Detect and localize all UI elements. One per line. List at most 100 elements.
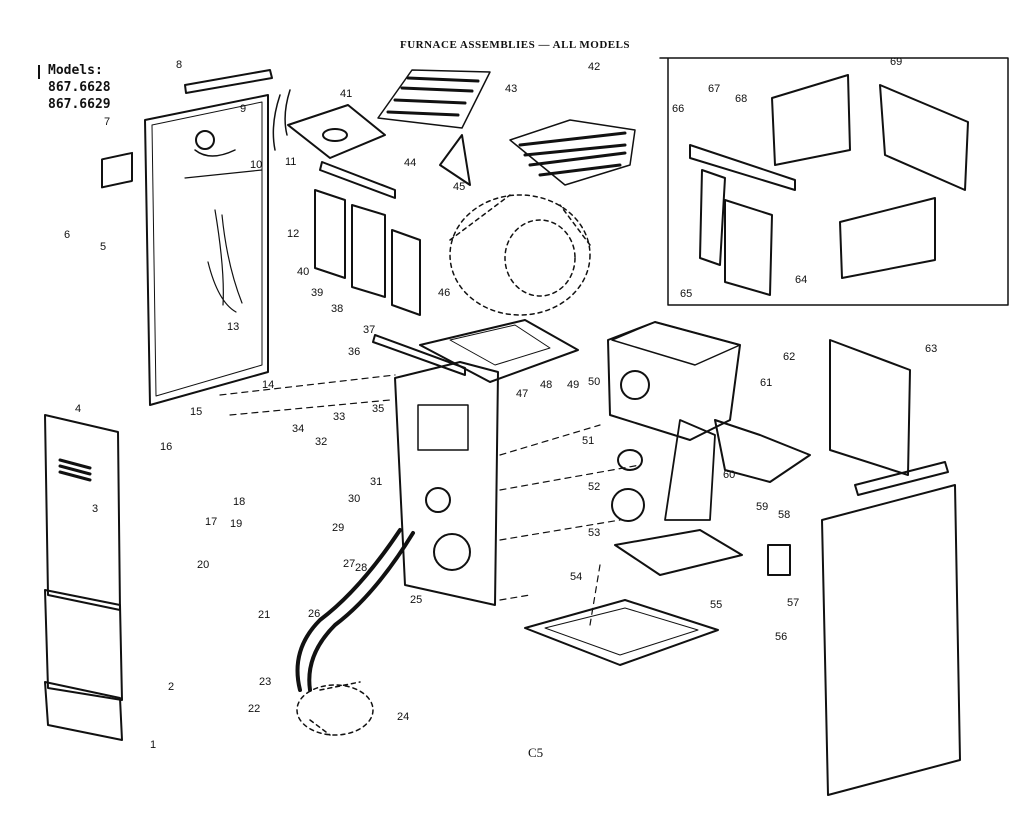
callout-2: 2: [168, 681, 174, 693]
model-number-1: 867.6628: [48, 80, 111, 95]
callout-39: 39: [311, 287, 323, 299]
callout-8: 8: [176, 59, 182, 71]
callout-23: 23: [259, 676, 271, 688]
callout-42: 42: [588, 61, 600, 73]
callout-38: 38: [331, 303, 343, 315]
model-number-2: 867.6629: [48, 97, 111, 112]
callout-48: 48: [540, 379, 552, 391]
callout-69: 69: [890, 56, 902, 68]
callout-34: 34: [292, 423, 304, 435]
callout-14: 14: [262, 379, 274, 391]
callout-46: 46: [438, 287, 450, 299]
callout-33: 33: [333, 411, 345, 423]
callout-9: 9: [240, 103, 246, 115]
diagram-title: FURNACE ASSEMBLIES — ALL MODELS: [400, 39, 631, 51]
part-44-bar: [319, 161, 396, 199]
part-68-panel: [771, 74, 851, 166]
part-1-panel: [44, 681, 123, 741]
callout-45: 45: [453, 181, 465, 193]
callout-1: 1: [150, 739, 156, 751]
callout-5: 5: [100, 241, 106, 253]
callout-67: 67: [708, 83, 720, 95]
part-8-strip-right: [854, 461, 949, 496]
callout-11: 11: [285, 156, 296, 168]
callout-4: 4: [75, 403, 81, 415]
callout-17: 17: [205, 516, 217, 528]
part-41-plate: [287, 104, 386, 159]
part-61-bracket: [714, 419, 811, 483]
part-45-blower: [449, 194, 591, 316]
callout-3: 3: [92, 503, 98, 515]
part-38-frame: [391, 229, 421, 316]
callout-37: 37: [363, 324, 375, 336]
part-56-door: [821, 484, 961, 796]
callout-57: 57: [787, 597, 799, 609]
callout-19: 19: [230, 518, 242, 530]
callout-32: 32: [315, 436, 327, 448]
part-62-panel: [829, 339, 911, 476]
part-7-block: [101, 151, 133, 189]
callout-60: 60: [723, 469, 735, 481]
part-42-filter-b: [509, 119, 636, 186]
callout-64: 64: [795, 274, 807, 286]
callout-52: 52: [588, 481, 600, 493]
part-54-base: [524, 599, 719, 666]
part-65-panel: [699, 169, 726, 266]
callout-62: 62: [783, 351, 795, 363]
part-46-plate: [419, 319, 579, 383]
callout-31: 31: [370, 476, 382, 488]
part-40-frame: [314, 189, 346, 279]
diagram-code: C5: [528, 745, 544, 760]
models-label: Models:: [48, 63, 103, 78]
models-marker: [38, 65, 40, 79]
callout-16: 16: [160, 441, 172, 453]
callout-21: 21: [258, 609, 270, 621]
callout-36: 36: [348, 346, 360, 358]
part-66-panel: [839, 197, 936, 279]
callout-27: 27: [343, 558, 355, 570]
callout-59: 59: [756, 501, 768, 513]
part-42-filter: [377, 69, 491, 129]
part-5-side-panel: [144, 94, 269, 406]
callout-55: 55: [710, 599, 722, 611]
callout-35: 35: [372, 403, 384, 415]
callout-41: 41: [340, 88, 352, 100]
callout-61: 61: [760, 377, 772, 389]
callout-56: 56: [775, 631, 787, 643]
part-9-motor: [195, 130, 215, 150]
callout-66: 66: [672, 103, 684, 115]
part-52-burner: [611, 488, 645, 522]
callout-6: 6: [64, 229, 70, 241]
callout-25: 25: [410, 594, 422, 606]
callout-43: 43: [505, 83, 517, 95]
part-8-top-strip: [184, 69, 273, 94]
callout-28: 28: [355, 562, 367, 574]
part-2-panel: [44, 589, 123, 701]
callout-22: 22: [248, 703, 260, 715]
callout-13: 13: [227, 321, 239, 333]
callout-68: 68: [735, 93, 747, 105]
inset-frame: [659, 57, 1009, 306]
callout-54: 54: [570, 571, 582, 583]
callout-53: 53: [588, 527, 600, 539]
callout-7: 7: [104, 116, 110, 128]
callout-44: 44: [404, 157, 416, 169]
callout-24: 24: [397, 711, 409, 723]
callout-49: 49: [567, 379, 579, 391]
part-37-bar: [372, 334, 466, 376]
part-4-panel: [44, 414, 121, 611]
callout-50: 50: [588, 376, 600, 388]
callout-10: 10: [250, 159, 262, 171]
part-39-frame: [351, 204, 386, 298]
part-64-panel: [724, 199, 773, 296]
part-66-bar: [689, 144, 796, 191]
callout-58: 58: [778, 509, 790, 521]
callout-12: 12: [287, 228, 299, 240]
callout-29: 29: [332, 522, 344, 534]
models-block: Models: 867.6628 867.6629: [38, 62, 111, 113]
part-24-motor: [296, 681, 374, 736]
callout-47: 47: [516, 388, 528, 400]
